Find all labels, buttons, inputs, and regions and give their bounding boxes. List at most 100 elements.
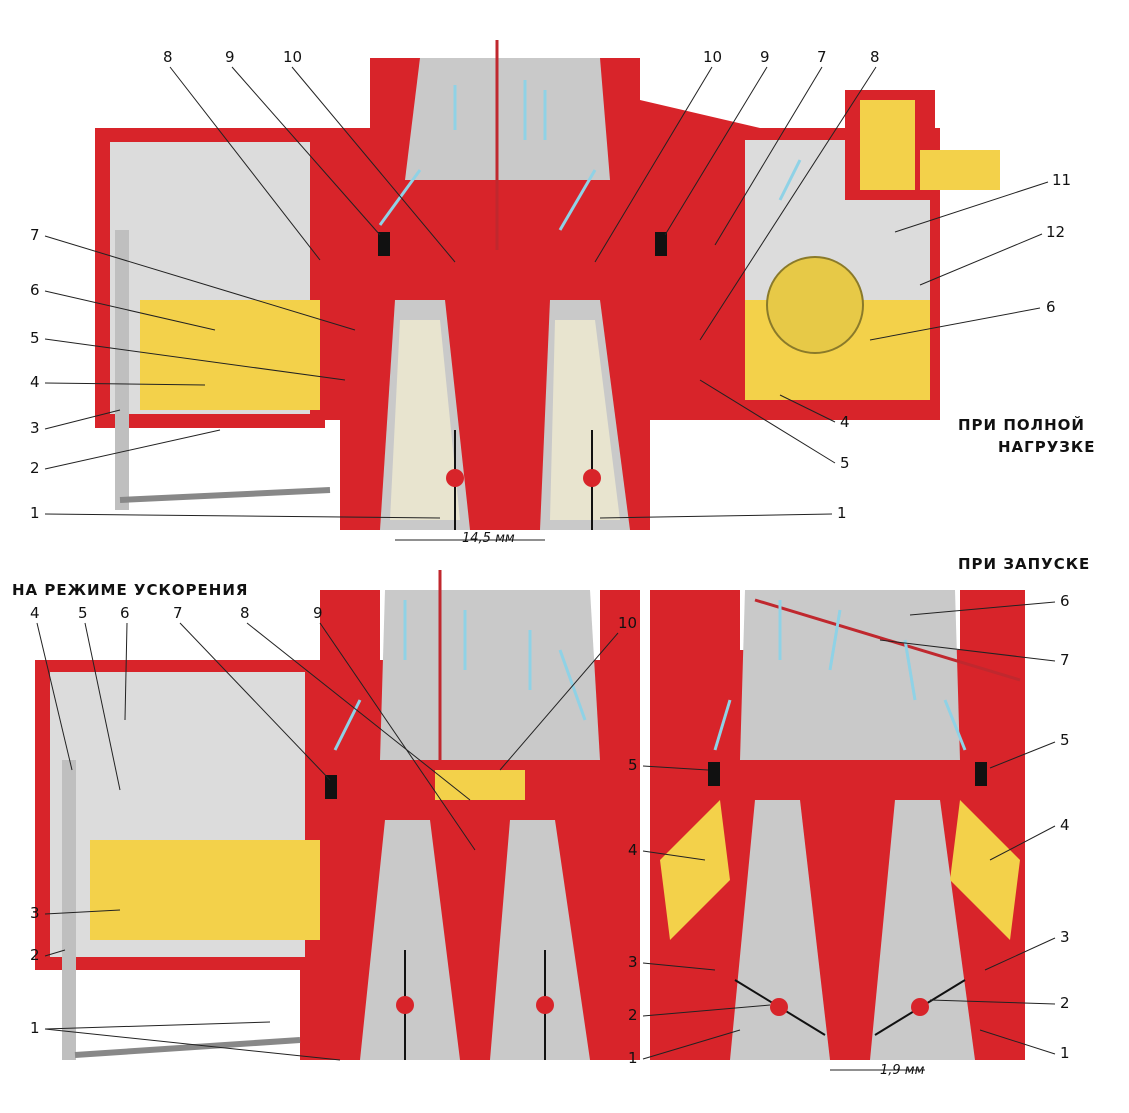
callout-1-left: 1	[30, 504, 40, 522]
air-arrow	[943, 699, 967, 751]
air-arrow	[903, 639, 917, 701]
leader	[714, 66, 823, 246]
leader	[642, 765, 709, 771]
air-arrow	[778, 159, 802, 201]
leader	[594, 66, 713, 263]
callout-7-right: 7	[817, 48, 827, 66]
panel-start: ПРИ ЗАПУСКЕ 1,9 мм 6 7 5 5 4 4 3	[628, 555, 1089, 1078]
leader	[44, 1028, 341, 1061]
leader	[664, 66, 768, 236]
callout-accel-2: 2	[30, 946, 40, 964]
callout-accel-6: 6	[120, 604, 130, 622]
leader	[642, 1004, 771, 1017]
leader	[869, 307, 1041, 341]
leader	[44, 338, 346, 381]
leader	[124, 622, 128, 721]
air-jet-right	[655, 232, 667, 256]
callout-accel-4: 4	[30, 604, 40, 622]
callout-1-right: 1	[837, 504, 847, 522]
start-fuel-channel-left	[660, 800, 730, 940]
air-horn	[405, 58, 610, 180]
accel-fuel-level	[90, 840, 320, 940]
leader	[291, 66, 456, 263]
callout-7-left: 7	[30, 226, 40, 244]
fuel-inlet-fitting	[920, 150, 1000, 190]
leader	[44, 1021, 271, 1030]
air-arrow	[378, 169, 422, 226]
callout-start-1-left: 1	[628, 1049, 638, 1067]
air-jet-left	[378, 232, 390, 256]
callout-accel-8: 8	[240, 604, 250, 622]
callout-11: 11	[1052, 171, 1071, 189]
air-arrow	[828, 609, 842, 671]
callout-8-left: 8	[163, 48, 173, 66]
accel-throttle-lever	[74, 1037, 301, 1058]
fuel-filter	[860, 100, 915, 190]
callout-start-7: 7	[1060, 651, 1070, 669]
leader	[499, 632, 619, 771]
title-full-load-line1: ПРИ ПОЛНОЙ	[958, 415, 1085, 434]
callout-start-3-right: 3	[1060, 928, 1070, 946]
accel-pump-rod	[62, 760, 76, 1060]
callout-start-4-left: 4	[628, 841, 638, 859]
leader	[984, 937, 1056, 971]
callout-start-3-left: 3	[628, 953, 638, 971]
leader	[929, 999, 1056, 1005]
leader	[642, 962, 716, 971]
leader	[699, 379, 836, 464]
title-full-load-line2: НАГРУЗКЕ	[998, 438, 1095, 456]
leader	[44, 409, 121, 430]
float	[766, 256, 864, 354]
air-arrow	[558, 649, 587, 721]
accel-venturi-primary	[360, 820, 460, 1060]
start-air-jet-left	[708, 762, 720, 786]
spray-primary	[390, 320, 460, 520]
callout-9-left: 9	[225, 48, 235, 66]
callout-accel-3: 3	[30, 904, 40, 922]
dimension-label-14-5: 14,5 мм	[462, 531, 515, 546]
accel-air-horn	[380, 590, 600, 760]
callout-start-5-right: 5	[1060, 731, 1070, 749]
callout-start-1-right: 1	[1060, 1044, 1070, 1062]
leader	[44, 235, 356, 331]
start-venturi-primary	[730, 800, 830, 1060]
leader	[44, 429, 221, 470]
callout-4-left: 4	[30, 373, 40, 391]
accel-pump-nozzle	[435, 770, 525, 800]
accel-venturi-secondary	[490, 820, 590, 1060]
panel-acceleration: НА РЕЖИМЕ УСКОРЕНИЯ 4 5 6 7 8 9 10	[12, 570, 640, 1061]
leader	[246, 622, 471, 801]
leader	[84, 622, 121, 791]
leader	[599, 513, 833, 519]
callout-accel-1: 1	[30, 1019, 40, 1037]
callout-accel-7: 7	[173, 604, 183, 622]
leader	[779, 394, 836, 423]
callout-6-left: 6	[30, 281, 40, 299]
air-arrow	[558, 169, 597, 231]
callout-accel-9: 9	[313, 604, 323, 622]
throttle-axle-secondary	[583, 469, 601, 487]
leader	[894, 181, 1049, 233]
spray-secondary	[550, 320, 620, 520]
leader	[879, 639, 1056, 662]
callout-8-right: 8	[870, 48, 880, 66]
start-choke-flap	[754, 598, 1021, 682]
leader	[231, 66, 381, 236]
leader	[44, 909, 121, 915]
throttle-lever	[119, 487, 331, 503]
callout-3-left: 3	[30, 419, 40, 437]
leader	[169, 66, 321, 261]
leader	[909, 601, 1056, 616]
dimension-label-1-9: 1,9 мм	[880, 1063, 925, 1078]
leader	[44, 290, 216, 331]
callout-10-right: 10	[703, 48, 722, 66]
leader	[699, 66, 877, 341]
leader	[979, 1029, 1056, 1055]
callout-4-right: 4	[840, 413, 850, 431]
leader	[36, 622, 73, 771]
pump-rod	[115, 230, 129, 510]
callout-start-4-right: 4	[1060, 816, 1070, 834]
start-throttle-axle-secondary	[911, 998, 929, 1016]
start-throttle-axle-primary	[770, 998, 788, 1016]
